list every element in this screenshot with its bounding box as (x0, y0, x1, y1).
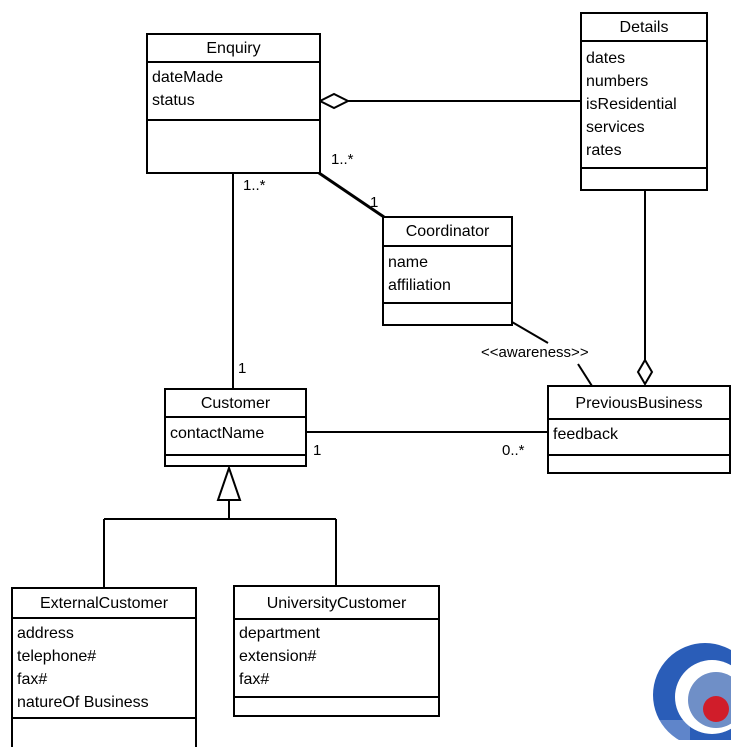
class-previous-business: PreviousBusiness feedback (547, 385, 731, 474)
multiplicity-enquiry-coordinator-coordinator-end: 1 (370, 194, 379, 211)
attribute: dates (586, 50, 626, 67)
attribute-compartment: address telephone# fax# natureOf Busines… (13, 619, 195, 719)
attribute: rates (586, 142, 622, 159)
attribute: feedback (553, 426, 618, 443)
attribute-compartment: contactName (166, 418, 305, 456)
multiplicity-enquiry-customer-customer-end: 1 (238, 360, 247, 377)
multiplicity-enquiry-customer-enquiry-end: 1..* (243, 177, 266, 194)
attribute: status (152, 92, 195, 109)
attribute-compartment: dates numbers isResidential services rat… (582, 42, 706, 169)
class-coordinator: Coordinator name affiliation (382, 216, 513, 326)
attribute: isResidential (586, 96, 677, 113)
attribute: services (586, 119, 645, 136)
attribute: address (17, 625, 74, 642)
class-name: ExternalCustomer (13, 589, 195, 619)
awareness-line-upper (511, 321, 549, 344)
class-name: Details (582, 14, 706, 42)
attribute: dateMade (152, 69, 224, 86)
attribute: fax# (239, 671, 270, 688)
attribute: numbers (586, 73, 649, 90)
class-name: Customer (166, 390, 305, 418)
class-external-customer: ExternalCustomer address telephone# fax#… (11, 587, 197, 747)
aggregation-diamond-previous-business (636, 358, 654, 386)
class-details: Details dates numbers isResidential serv… (580, 12, 708, 191)
class-name: Coordinator (384, 218, 511, 247)
attribute-compartment: dateMade status (148, 63, 319, 121)
aggregation-diamond-enquiry (317, 92, 351, 110)
awareness-stereotype-label: <<awareness>> (481, 344, 589, 361)
multiplicity-customer-previous-previous-end: 0..* (502, 442, 525, 459)
attribute: department (239, 625, 320, 642)
class-university-customer: UniversityCustomer department extension#… (233, 585, 440, 717)
attribute: extension# (239, 648, 317, 665)
attribute: affiliation (388, 277, 451, 294)
multiplicity-enquiry-coordinator-enquiry-end: 1..* (331, 151, 354, 168)
attribute-compartment: department extension# fax# (235, 620, 438, 698)
attribute: telephone# (17, 648, 97, 665)
class-customer: Customer contactName (164, 388, 307, 467)
class-name: UniversityCustomer (235, 587, 438, 620)
class-enquiry: Enquiry dateMade status (146, 33, 321, 174)
class-name: Enquiry (148, 35, 319, 63)
attribute-compartment: feedback (549, 420, 729, 456)
attribute: fax# (17, 671, 48, 688)
attribute-compartment: name affiliation (384, 247, 511, 304)
generalization-triangle (216, 464, 242, 501)
attribute: name (388, 254, 429, 271)
attribute: natureOf Business (17, 694, 149, 711)
enquiry-coordinator-association-line (318, 171, 385, 219)
corner-logo (650, 643, 731, 740)
attribute: contactName (170, 425, 265, 442)
awareness-line-lower (577, 363, 593, 387)
class-name: PreviousBusiness (549, 387, 729, 420)
multiplicity-customer-previous-customer-end: 1 (313, 442, 322, 459)
